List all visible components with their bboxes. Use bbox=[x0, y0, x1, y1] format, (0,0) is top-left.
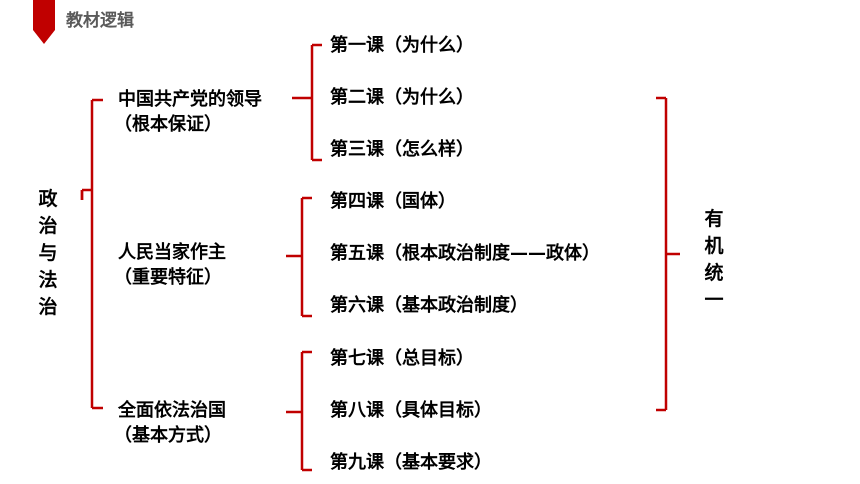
right-label: 有机统一 bbox=[704, 208, 724, 311]
branch-title-3: 全面依法治国 bbox=[118, 400, 226, 421]
header-ribbon-icon bbox=[33, 0, 55, 44]
lesson-7: 第七课（总目标） bbox=[330, 348, 474, 369]
branch-sub-1: （根本保证） bbox=[114, 114, 222, 135]
header-title: 教材逻辑 bbox=[66, 11, 134, 31]
lesson-5: 第五课（根本政治制度——政体） bbox=[330, 243, 600, 264]
lesson-2: 第二课（为什么） bbox=[330, 87, 474, 108]
lesson-3: 第三课（怎么样） bbox=[330, 139, 474, 160]
branch-sub-3: （基本方式） bbox=[114, 425, 222, 446]
lesson-1: 第一课（为什么） bbox=[330, 35, 474, 56]
branch-title-2: 人民当家作主 bbox=[118, 242, 226, 263]
branch-sub-2: （重要特征） bbox=[114, 267, 222, 288]
branch-title-1: 中国共产党的领导 bbox=[118, 89, 262, 110]
lesson-6: 第六课（基本政治制度） bbox=[330, 295, 528, 316]
root-label: 政治与法治 bbox=[38, 188, 58, 318]
lesson-9: 第九课（基本要求） bbox=[330, 452, 492, 473]
lesson-4: 第四课（国体） bbox=[330, 191, 456, 212]
lesson-8: 第八课（具体目标） bbox=[330, 400, 492, 421]
